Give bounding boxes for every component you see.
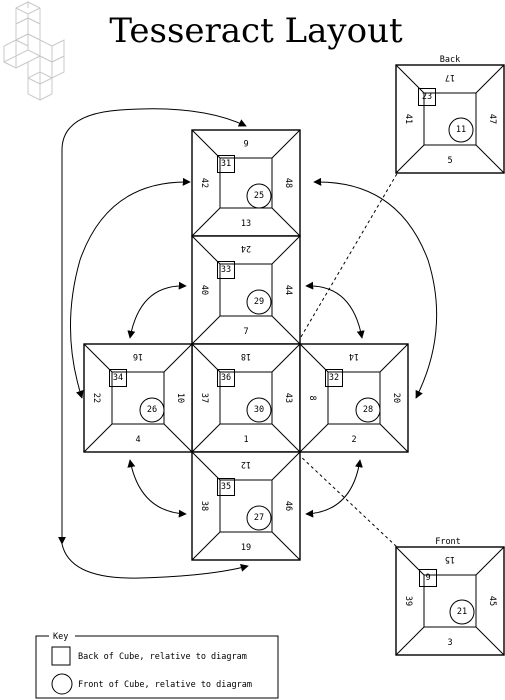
page-title: Tesseract Layout xyxy=(109,11,403,51)
face-label-bottom: 5 xyxy=(447,156,452,166)
face-label-bottom: 13 xyxy=(241,219,251,229)
back-square-label: 36 xyxy=(221,373,231,383)
face-label-bottom: 1 xyxy=(243,435,248,445)
back-label: Back xyxy=(440,55,460,65)
face-label-right: 47 xyxy=(487,114,497,124)
face-label-right: 43 xyxy=(283,393,293,403)
cube-logo-icon xyxy=(3,1,65,101)
back-square-icon xyxy=(419,569,437,587)
face-label-top: 17 xyxy=(445,72,455,82)
front-circle-label: 11 xyxy=(456,125,466,135)
arc-lower-left xyxy=(127,459,187,518)
key-circle-icon xyxy=(51,673,73,695)
back-square-label: 32 xyxy=(329,373,339,383)
front-circle-label: 29 xyxy=(254,297,264,307)
front-circle-icon xyxy=(139,397,165,423)
face-label-bottom: 4 xyxy=(135,435,140,445)
front-circle-label: 28 xyxy=(363,405,373,415)
cell-lower: 12 19 38 46 35 27 xyxy=(191,451,301,561)
key-title: Key xyxy=(53,632,68,642)
key-square-text: Back of Cube, relative to diagram xyxy=(78,652,247,662)
front-circle-label: 26 xyxy=(147,405,157,415)
front-circle-icon xyxy=(246,289,272,315)
face-label-left: 8 xyxy=(307,395,317,400)
front-circle-label: 25 xyxy=(254,191,264,201)
face-label-top: 16 xyxy=(133,351,143,361)
back-square-label: 23 xyxy=(422,92,432,102)
face-label-right: 45 xyxy=(487,596,497,606)
face-label-left: 37 xyxy=(199,393,209,403)
face-label-top: 12 xyxy=(241,459,251,469)
back-square-icon xyxy=(418,88,436,106)
front-label: Front xyxy=(435,537,461,547)
front-circle-icon xyxy=(449,599,475,625)
key-square-icon xyxy=(51,646,71,666)
cell-left: 16 4 22 10 34 26 xyxy=(83,343,193,453)
cell-back: 17 5 41 47 23 11 xyxy=(395,64,505,174)
front-circle-icon xyxy=(448,117,474,143)
arc-upper-right xyxy=(305,281,365,339)
face-label-left: 41 xyxy=(403,114,413,124)
back-square-icon xyxy=(217,369,235,387)
face-label-left: 42 xyxy=(199,178,209,188)
front-circle-icon xyxy=(246,397,272,423)
back-square-icon xyxy=(325,369,343,387)
back-square-icon xyxy=(217,261,235,279)
face-label-right: 10 xyxy=(175,393,185,403)
back-square-icon xyxy=(109,369,127,387)
face-label-bottom: 3 xyxy=(447,638,452,648)
outer-loop-bottom xyxy=(61,543,249,579)
face-label-right: 44 xyxy=(283,285,293,295)
arc-upper-left xyxy=(127,281,187,339)
front-circle-icon xyxy=(246,183,272,209)
back-square-label: 35 xyxy=(221,482,231,492)
key-legend: Key Back of Cube, relative to diagram Fr… xyxy=(35,630,279,699)
front-circle-label: 21 xyxy=(457,607,467,617)
cell-front: 15 3 39 45 9 21 xyxy=(395,546,505,656)
arc-top-right xyxy=(313,177,438,399)
back-square-label: 33 xyxy=(221,265,231,275)
face-label-bottom: 2 xyxy=(351,435,356,445)
back-square-label: 9 xyxy=(425,573,430,583)
arc-top-left xyxy=(70,177,191,399)
outer-loop-arrow xyxy=(58,108,247,545)
back-square-label: 34 xyxy=(113,373,123,383)
face-label-bottom: 7 xyxy=(243,327,248,337)
front-circle-icon xyxy=(246,505,272,531)
face-label-right: 46 xyxy=(283,501,293,511)
front-projection-line xyxy=(297,453,399,549)
face-label-left: 39 xyxy=(403,596,413,606)
face-label-left: 22 xyxy=(91,393,101,403)
face-label-right: 48 xyxy=(283,178,293,188)
front-circle-label: 30 xyxy=(254,405,264,415)
front-circle-icon xyxy=(355,397,381,423)
key-circle-text: Front of Cube, relative to diagram xyxy=(78,680,252,690)
arc-lower-right xyxy=(305,459,363,518)
cell-top: 6 13 42 48 31 25 xyxy=(191,129,301,237)
back-square-icon xyxy=(217,155,235,173)
face-label-bottom: 19 xyxy=(241,543,251,553)
back-square-icon xyxy=(217,478,235,496)
cell-upper: 24 7 40 44 33 29 xyxy=(191,235,301,345)
face-label-top: 15 xyxy=(445,554,455,564)
face-label-top: 18 xyxy=(241,351,251,361)
face-label-right: 20 xyxy=(391,393,401,403)
face-label-top: 14 xyxy=(349,351,359,361)
cell-center: 18 1 37 43 36 30 xyxy=(191,343,301,453)
front-circle-label: 27 xyxy=(254,513,264,523)
back-projection-line xyxy=(297,171,399,343)
back-square-label: 31 xyxy=(221,159,231,169)
face-label-left: 40 xyxy=(199,285,209,295)
connectors xyxy=(58,108,438,579)
face-label-top: 6 xyxy=(243,137,248,147)
face-label-top: 24 xyxy=(241,243,251,253)
face-label-left: 38 xyxy=(199,501,209,511)
